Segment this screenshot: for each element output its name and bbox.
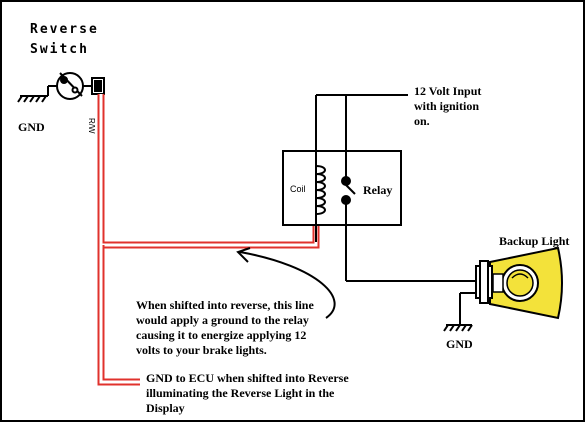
switch-gnd-label: GND	[18, 120, 45, 134]
relay-box	[282, 150, 402, 226]
relay-coil-icon	[315, 95, 326, 242]
annotation-arrow	[236, 247, 336, 319]
relay-label: Relay	[363, 183, 393, 197]
relay-note-line2: would apply a ground to the relay	[136, 313, 309, 327]
ecu-note-line1: GND to ECU when shifted into Reverse	[146, 371, 349, 385]
relay-note-line4: volts to your brake lights.	[136, 343, 267, 357]
relay-note-line1: When shifted into reverse, this line	[136, 298, 314, 312]
relay-switch-icon	[341, 95, 356, 281]
light-ground-symbol	[443, 292, 476, 332]
switch-title-line2: Switch	[30, 42, 89, 57]
switch-title-line1: Reverse	[30, 22, 99, 37]
power-label-line3: on.	[414, 114, 430, 128]
relay-note-line3: causing it to energize applying 12	[136, 328, 307, 342]
power-label-line2: with ignition	[414, 99, 480, 113]
backup-light-icon	[475, 246, 563, 320]
ecu-note-line2: illuminating the Reverse Light in the	[146, 386, 335, 400]
coil-label: Coil	[290, 184, 306, 194]
reverse-switch-icon	[56, 72, 105, 100]
wire-label: R/W	[87, 118, 96, 134]
backup-light-label: Backup Light	[499, 234, 570, 248]
power-label-line1: 12 Volt Input	[414, 84, 482, 98]
switch-ground-symbol	[17, 85, 58, 103]
light-gnd-label: GND	[446, 337, 473, 351]
ecu-note-line3: Display	[146, 401, 185, 415]
